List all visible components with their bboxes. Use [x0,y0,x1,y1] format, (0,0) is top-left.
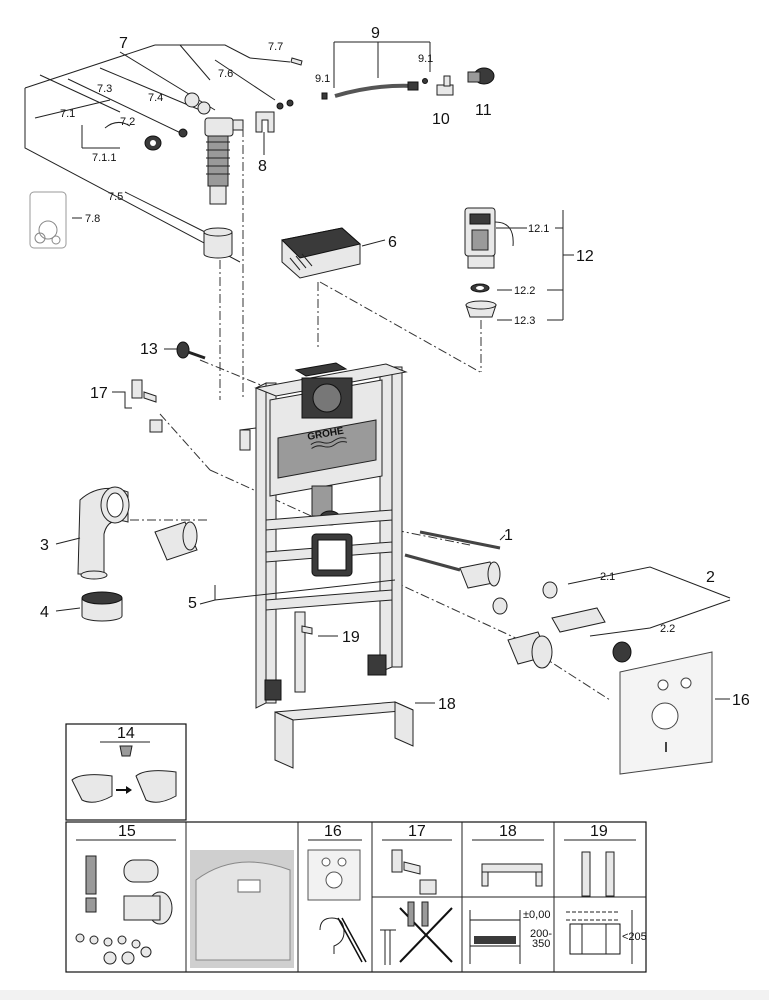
table-header-16: 16 [324,823,342,840]
bottom-instruction-table: 15 16 17 18 19 [65,821,647,973]
valve-body [207,135,229,187]
wall-anchors-19 [294,611,313,693]
ear-icon [319,917,345,954]
dim-zero: ±0,00 [523,909,550,921]
label-9-1-left: 9.1 [315,73,330,85]
valve-stem [209,185,227,205]
valve-assembly-group [24,44,303,263]
table-header-19: 19 [590,823,608,840]
sleeve-cap-4 [81,591,123,622]
bend-pipe-3 [77,486,130,580]
label-3: 3 [40,537,49,554]
label-11: 11 [475,102,492,119]
table-header-18: 18 [499,823,517,840]
fixing-13 [176,341,206,360]
pipes-2 [507,607,632,669]
disc-7-4a [184,92,200,108]
label-7-2: 7.2 [120,116,135,128]
dim-200: 200- [530,928,552,940]
label-5: 5 [188,595,197,612]
support-bracket-18 [274,701,414,769]
label-7-7: 7.7 [268,41,283,53]
bracket-8 [255,111,275,133]
electronic-box-6 [280,227,362,279]
label-17: 17 [90,385,108,402]
label-7-1: 7.1 [60,108,75,120]
label-7-1-1: 7.1.1 [92,152,116,164]
label-19: 19 [342,629,360,646]
clip-7-1 [104,122,131,129]
label-10: 10 [432,111,450,128]
ring-7-3 [178,128,188,138]
label-7-6: 7.6 [218,68,233,80]
label-2-2: 2.2 [660,623,675,635]
disc-7-4b [197,101,211,115]
table-header-15: 15 [118,823,136,840]
parts-bag-7-8 [29,191,67,249]
wc-bowl-after [135,770,177,803]
valve-head [204,117,234,137]
label-9: 9 [371,25,380,42]
actuator-group-12 [464,207,514,318]
table-header-17: 17 [408,823,426,840]
label-16: 16 [732,692,750,709]
fixing-17 [131,379,163,433]
installation-frame [239,362,408,709]
connector-sleeve [154,521,198,561]
valve-outlet [232,119,244,131]
sound-insulation-pad-16 [619,651,713,775]
label-7-4: 7.4 [148,92,163,104]
label-9-1-right: 9.1 [418,53,433,65]
panel-14: 14 [65,723,187,821]
panel-14-title: 14 [117,725,135,742]
label-12-1: 12.1 [528,223,549,235]
label-4: 4 [40,604,49,621]
label-18: 18 [438,696,456,713]
label-7-3: 7.3 [97,83,112,95]
pin-7-7 [290,57,303,66]
label-2-1: 2.1 [600,571,615,583]
label-12: 12 [576,248,594,265]
label-1: 1 [504,527,513,544]
label-13: 13 [140,341,158,358]
wc-bowl-before [71,774,113,803]
label-7-5: 7.5 [108,191,123,203]
valve-sleeve [203,231,233,259]
hose-group [321,41,495,100]
label-7: 7 [119,35,128,52]
assembly-dash-lines [130,128,611,701]
dim-205: <205 [622,931,647,943]
label-7-8: 7.8 [85,213,100,225]
label-2: 2 [706,569,715,586]
anchor-rods-1 [404,530,558,615]
label-8: 8 [258,158,267,175]
label-12-3: 12.3 [514,315,535,327]
page-footer-strip [0,990,769,1000]
flex-hose-9 [334,83,416,98]
dim-350: 350 [532,938,550,950]
label-12-2: 12.2 [514,285,535,297]
label-6: 6 [388,234,397,251]
